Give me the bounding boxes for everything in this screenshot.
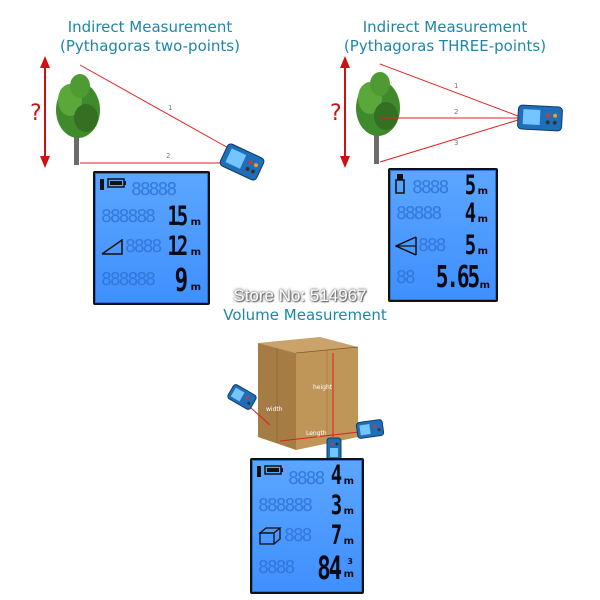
height-arrow-icon [40, 56, 50, 168]
two-points-title-line2: (Pythagoras two-points) [60, 37, 240, 55]
reading-unit: m [343, 569, 354, 580]
laser-meter-device-icon [227, 384, 257, 410]
reading-unit: m [477, 214, 488, 225]
reading-value: 15 [167, 201, 188, 232]
two-points-title: Indirect Measurement (Pythagoras two-poi… [45, 18, 255, 56]
reading-unit: m [343, 506, 354, 517]
reading-unit: m [190, 247, 201, 258]
reading-value: 4 [464, 198, 476, 229]
reading-value: 9 [174, 261, 188, 299]
three-points-lcd-display: 8888 5 m 88888 4 m 888 5 m 88 5.65 m [388, 168, 498, 302]
device-small-icon [100, 178, 126, 190]
unknown-height-mark: ? [330, 101, 342, 126]
device-small-icon [395, 174, 405, 194]
three-points-diagram: ? 1 2 3 [330, 56, 563, 168]
volume-lcd-display: 8888 4 m 888888 3 m 888 7 m 8888 84 3 m [250, 458, 364, 594]
two-points-diagram: ? 1 2 [30, 56, 265, 181]
reading-value: 12 [167, 231, 188, 262]
reading-unit: m [190, 282, 201, 293]
three-points-title-line2: (Pythagoras THREE-points) [343, 37, 547, 55]
lcd-ghost-digits: 8888 [258, 557, 295, 578]
reading-unit-superscript: 3 [347, 557, 353, 566]
lcd-ghost-digits: 88888 [396, 203, 442, 224]
lcd-ghost-digits: 88 [396, 267, 416, 288]
unknown-height-mark: ? [30, 101, 42, 126]
three-points-title-line1: Indirect Measurement [362, 18, 528, 36]
reading-unit: m [190, 217, 201, 228]
line-label-1: 1 [168, 104, 172, 112]
lcd-ghost-digits: 888888 [258, 495, 313, 516]
reading-unit: m [477, 246, 488, 257]
lcd-ghost-digits: 8888 [288, 468, 325, 489]
reading-value: 4 [330, 460, 342, 491]
lcd-ghost-digits: 8888 [412, 177, 449, 198]
triangle-two-point-icon [101, 239, 123, 255]
line-label-1: 1 [454, 82, 458, 90]
reading-unit: m [343, 536, 354, 547]
lcd-ghost-digits: 888 [418, 235, 446, 256]
reading-value: 84 [317, 549, 342, 587]
reading-unit: m [343, 476, 354, 487]
laser-length-line [279, 430, 369, 442]
reading-value: 5 [464, 230, 476, 261]
lcd-ghost-digits: 888888 [101, 206, 156, 227]
reading-unit: m [477, 186, 488, 197]
reading-unit: m [479, 280, 490, 291]
two-points-title-line1: Indirect Measurement [67, 18, 233, 36]
height-arrow-icon [340, 56, 350, 168]
tree-icon [56, 74, 100, 165]
lcd-ghost-digits: 888888 [101, 269, 156, 290]
laser-line-3 [379, 119, 519, 163]
battery-icon [257, 465, 283, 477]
volume-cube-icon [258, 527, 282, 545]
laser-meter-device-icon [326, 437, 342, 460]
volume-title: Volume Measurement [223, 306, 387, 324]
three-points-title: Indirect Measurement (Pythagoras THREE-p… [335, 18, 555, 56]
line-label-2: 2 [166, 152, 170, 160]
lcd-ghost-digits: 888 [284, 525, 312, 546]
reading-value: 7 [330, 520, 342, 551]
two-points-lcd-display: 88888 888888 15 m 8888 12 m 888888 9 m [93, 171, 210, 305]
width-label: width [266, 406, 283, 413]
reading-value: 5 [464, 170, 476, 201]
store-watermark: Store No: 514967 [233, 286, 367, 305]
triangle-three-point-icon [395, 236, 417, 256]
laser-line-1 [79, 64, 233, 151]
lcd-ghost-digits: 8888 [125, 236, 162, 257]
line-label-3: 3 [454, 139, 458, 147]
tree-icon [356, 72, 400, 164]
laser-meter-device-icon [517, 104, 563, 132]
length-label: Length [306, 430, 327, 437]
height-label: height [313, 384, 333, 391]
laser-meter-device-icon [219, 143, 265, 181]
lcd-ghost-digits: 88888 [131, 179, 177, 200]
laser-line-1 [379, 63, 519, 117]
laser-meter-device-icon [355, 419, 385, 439]
line-label-2: 2 [454, 108, 458, 116]
volume-diagram: height width Length [227, 337, 385, 460]
reading-value: 3 [330, 490, 342, 521]
reading-value: 5.65 [435, 260, 480, 295]
